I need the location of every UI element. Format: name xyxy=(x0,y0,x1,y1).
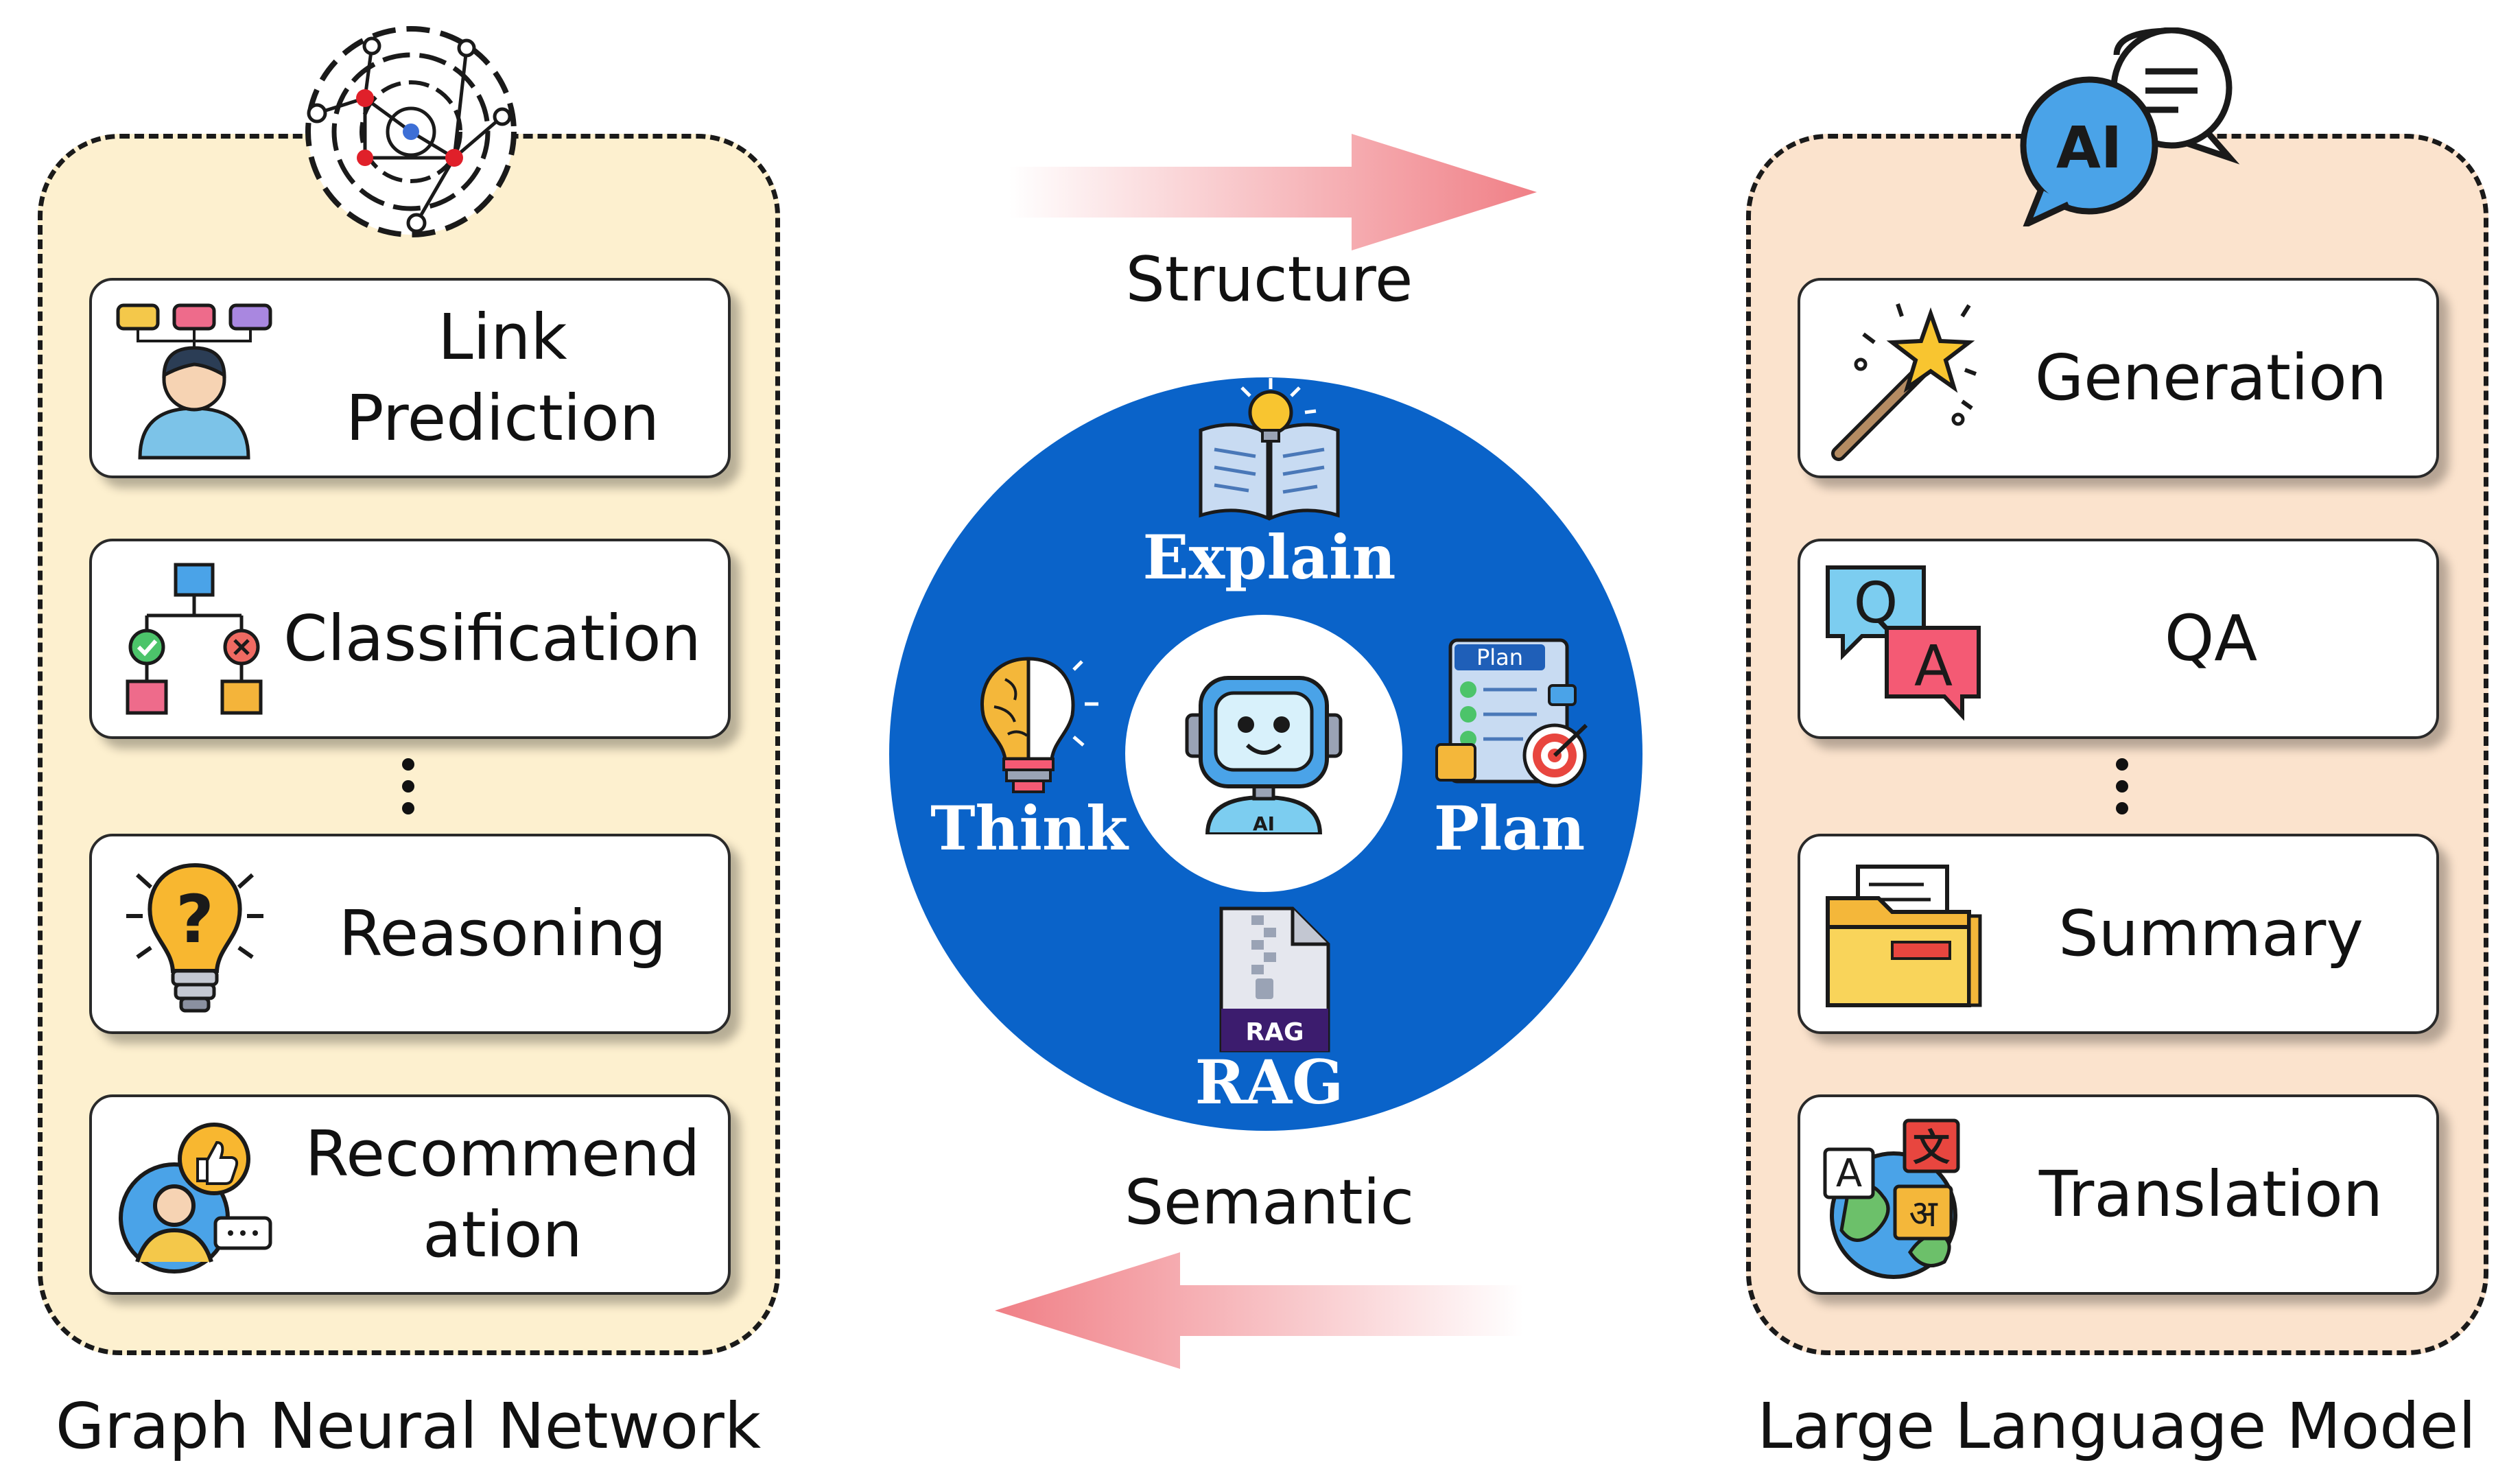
plan-badge: Plan xyxy=(1476,644,1523,670)
rag-label: RAG xyxy=(1194,1046,1344,1118)
task-label: Translation xyxy=(2038,1158,2383,1231)
gnn-task-reasoning: ? Reasoning xyxy=(89,834,731,1034)
svg-text:Q: Q xyxy=(1854,571,1898,636)
structure-label: Structure xyxy=(1125,244,1413,316)
llm-task-qa: Q A QA xyxy=(1798,539,2439,739)
network-graph-icon xyxy=(296,17,526,247)
rag-badge: RAG xyxy=(1245,1018,1304,1046)
structure-arrow-icon xyxy=(1009,134,1537,250)
zip-file-icon: RAG xyxy=(1208,906,1331,1053)
think-label: Think xyxy=(930,793,1128,864)
ai-chat-icon: AI xyxy=(2014,27,2240,230)
thumbs-up-user-icon xyxy=(113,1115,277,1280)
task-label: Recommendation xyxy=(305,1117,700,1271)
qa-bubbles-icon: Q A xyxy=(1821,559,1986,724)
brain-bulb-icon xyxy=(964,652,1101,796)
task-label: Reasoning xyxy=(338,897,667,970)
more-tasks-ellipsis xyxy=(402,758,416,824)
magic-wand-icon xyxy=(1821,298,1986,463)
user-decision-icon xyxy=(113,298,277,463)
ai-robot-icon: AI xyxy=(1180,667,1347,836)
gnn-task-recommendation: Recommendation xyxy=(89,1094,731,1295)
open-book-bulb-icon xyxy=(1194,374,1345,525)
gnn-caption: Graph Neural Network xyxy=(55,1389,762,1463)
task-label: Link Prediction xyxy=(345,301,660,455)
ai-badge: AI xyxy=(2056,114,2122,181)
svg-text:अ: अ xyxy=(1909,1192,1938,1235)
explain-label: Explain xyxy=(1142,521,1396,593)
gnn-task-classification: Classification xyxy=(89,539,731,739)
svg-text:文: 文 xyxy=(1913,1126,1950,1169)
more-tasks-ellipsis xyxy=(2116,758,2130,824)
task-label: Generation xyxy=(2034,341,2388,414)
decision-tree-icon xyxy=(113,559,277,724)
llm-caption: Large Language Model xyxy=(1757,1389,2476,1463)
svg-text:A: A xyxy=(1836,1151,1862,1196)
svg-text:A: A xyxy=(1914,634,1953,699)
task-label: Classification xyxy=(283,602,701,675)
semantic-label: Semantic xyxy=(1124,1166,1415,1239)
llm-task-translation: A 文 अ Translation xyxy=(1798,1094,2439,1295)
task-label: QA xyxy=(2164,602,2258,675)
llm-task-summary: Summary xyxy=(1798,834,2439,1034)
task-label: Summary xyxy=(2058,897,2364,970)
semantic-arrow-icon xyxy=(995,1252,1523,1369)
hub-badge: AI xyxy=(1253,812,1275,834)
folder-documents-icon xyxy=(1821,854,1986,1019)
plan-label: Plan xyxy=(1433,793,1586,864)
llm-task-generation: Generation xyxy=(1798,278,2439,478)
question-bulb-icon: ? xyxy=(113,854,277,1019)
gnn-task-link-prediction: Link Prediction xyxy=(89,278,731,478)
plan-target-icon: Plan xyxy=(1434,635,1592,793)
globe-translate-icon: A 文 अ xyxy=(1821,1115,1986,1280)
svg-text:?: ? xyxy=(176,881,214,958)
